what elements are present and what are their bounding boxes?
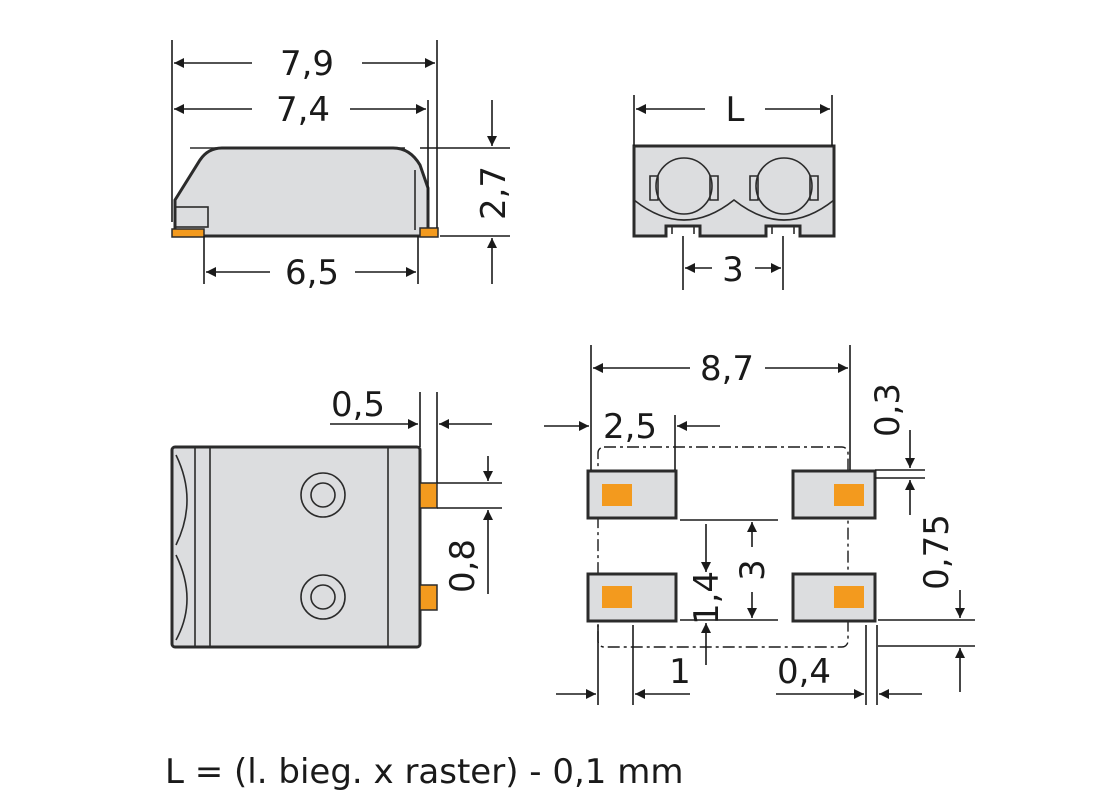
pad-core bbox=[834, 484, 864, 506]
pad-core bbox=[834, 586, 864, 608]
dim-bottom-pin-offset: 0,5 bbox=[331, 385, 385, 425]
front-view-clamp-line bbox=[633, 198, 835, 221]
pad-layout-outline bbox=[597, 446, 849, 648]
dim-pad-depth: 1,4 bbox=[687, 571, 727, 625]
bottom-view-pin-bottom bbox=[419, 584, 438, 611]
side-view-body bbox=[173, 146, 430, 238]
front-view-opening-right bbox=[755, 157, 813, 215]
bottom-view-curves bbox=[175, 454, 188, 641]
dim-pad-depth-b: 0,75 bbox=[917, 514, 957, 590]
dim-pad-offset-right: 0,4 bbox=[777, 652, 831, 692]
bottom-view-hole-bottom-inner bbox=[310, 584, 336, 610]
dim-side-body-width: 7,4 bbox=[276, 90, 330, 130]
front-view-pin-detail bbox=[671, 226, 795, 234]
pad-layout: 8,7 2,5 0,3 0,75 3 1,4 1 0,4 bbox=[544, 345, 975, 705]
pad-core bbox=[602, 484, 632, 506]
dim-pad-pitch: 3 bbox=[733, 559, 773, 581]
front-view: L 3 bbox=[632, 90, 836, 290]
bottom-view-hole-bottom bbox=[300, 574, 346, 620]
bottom-view-hole-top bbox=[300, 472, 346, 518]
dim-pad-length: 2,5 bbox=[603, 407, 657, 447]
side-view-pin-right bbox=[419, 227, 439, 238]
front-view-detail bbox=[649, 175, 819, 201]
pad-core bbox=[602, 586, 632, 608]
front-view-opening-left bbox=[655, 157, 713, 215]
bottom-view-edge bbox=[194, 447, 389, 647]
side-view-edge bbox=[190, 147, 416, 230]
dim-front-pitch: 3 bbox=[722, 250, 744, 290]
side-view-step bbox=[174, 206, 209, 228]
bottom-view-pin-top bbox=[419, 482, 438, 509]
dim-pad-edge-top: 0,3 bbox=[868, 383, 908, 437]
dim-side-height: 2,7 bbox=[474, 166, 514, 220]
bottom-view: 0,5 0,8 bbox=[170, 385, 502, 649]
dim-pad-offset-left: 1 bbox=[669, 652, 691, 692]
dim-side-pin-span: 6,5 bbox=[285, 253, 339, 293]
bottom-view-body bbox=[170, 445, 422, 649]
side-view: 7,9 7,4 6,5 2,7 bbox=[171, 40, 514, 293]
dim-side-total-width: 7,9 bbox=[280, 44, 334, 84]
dim-front-length: L bbox=[726, 90, 745, 130]
front-view-body bbox=[632, 144, 836, 238]
dim-pad-total-width: 8,7 bbox=[700, 349, 754, 389]
footnote: L = (l. bieg. x raster) - 0,1 mm bbox=[165, 752, 684, 792]
dim-bottom-pin-width: 0,8 bbox=[443, 539, 483, 593]
side-view-pin-left bbox=[171, 228, 205, 238]
bottom-view-hole-top-inner bbox=[310, 482, 336, 508]
